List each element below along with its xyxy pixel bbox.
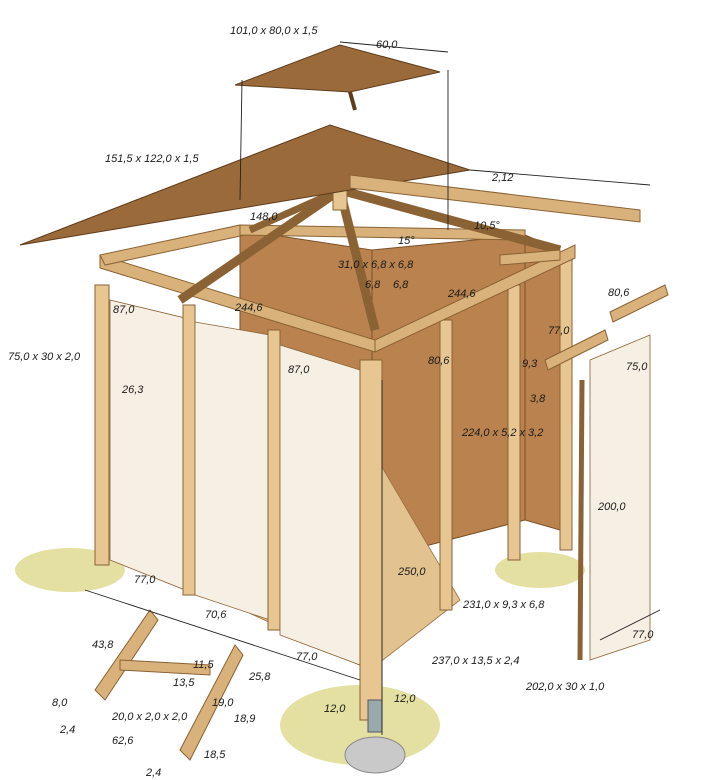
front-wall [279,254,573,721]
label-leg-189: 18,9 [234,713,255,725]
label-post-68a: 6,8 [365,279,381,291]
label-leg-190: 19,0 [212,697,234,709]
label-post-68b: 6,8 [393,279,409,291]
label-post-12b: 12,0 [394,693,416,705]
label-king-post: 31,0 x 6,8 x 6,8 [338,259,414,271]
label-93: 9,3 [522,358,538,370]
label-top-cap-width: 60,0 [376,39,398,51]
left-inner-post [267,329,281,631]
dim-base [84,589,361,681]
eave-stub [499,249,561,266]
detached-beam-2 [544,329,609,371]
rafter-left [177,186,343,304]
label-leg-258: 25,8 [248,671,271,683]
front-inner-post [439,319,453,611]
label-roof-sheet: 151,5 x 122,0 x 1,5 [105,153,199,165]
label-rafter-len: 148,0 [250,211,278,223]
label-post-height: 250,0 [397,566,426,578]
label-leg-115: 11,5 [193,659,214,671]
label-door-board: 202,0 x 30 x 1,0 [525,681,605,693]
dim-top-cap [339,41,449,53]
shoji-front [279,344,361,666]
label-detached-beam: 80,6 [608,287,630,299]
label-leg-135: 13,5 [173,677,195,689]
rafter-back [248,186,342,234]
leg-right [179,644,244,761]
label-leg-626: 62,6 [112,735,134,747]
detached-door [589,334,651,661]
label-top-cap: 101,0 x 80,0 x 1,5 [230,25,318,37]
roof-frame [99,179,576,353]
label-panel-87b: 87,0 [288,364,310,376]
label-post-12a: 12,0 [324,703,346,715]
label-leg-200: 20,0 x 2,0 x 2,0 [111,711,188,723]
leg-crossbar [119,659,211,676]
dim-door-base [599,609,661,641]
label-angle-15: 15° [398,235,415,247]
label-beam-2446a: 244,6 [234,302,263,314]
label-770a: 77,0 [548,325,570,337]
post-base [344,736,406,774]
door-board [577,379,585,661]
post-bracket [367,699,383,733]
label-panel-87a: 87,0 [113,304,135,316]
label-leg-24a: 2,4 [59,724,75,736]
label-side-post: 75,0 x 30 x 2,0 [8,351,81,363]
left-corner-post [94,284,110,566]
rafter-right [338,185,562,255]
shoji-left [109,299,186,591]
detached-beam [609,284,669,323]
leg-left [94,609,159,701]
dim-cap-left [239,79,243,201]
labels: 101,0 x 80,0 x 1,5 60,0 151,5 x 122,0 x … [8,25,654,779]
label-base-706: 70,6 [205,609,227,621]
label-leg-185: 18,5 [204,749,226,761]
dimension-lines [84,41,661,735]
label-door-200: 200,0 [597,501,626,513]
roof-eave-beam [349,174,641,223]
label-door-770: 77,0 [632,629,654,641]
top-cap [234,44,441,93]
beam-left-back [99,224,246,266]
front-right-post [507,284,521,561]
label-leg-438: 43,8 [92,639,114,651]
top-cap-leg [348,91,357,111]
label-bench: 231,0 x 9,3 x 6,8 [462,599,545,611]
label-leg-24b: 2,4 [145,767,161,779]
label-beam-2446b: 244,6 [447,288,476,300]
beam-front-right [374,244,576,353]
front-corner-post [359,359,383,721]
label-rail: 224,0 x 5,2 x 3,2 [461,427,543,439]
label-door-750: 75,0 [626,361,648,373]
dim-overhang [469,169,651,186]
label-leg-80: 8,0 [52,697,68,709]
rafter-front [335,188,380,332]
label-angle-105: 10,5° [474,220,500,232]
grass-right [495,552,585,588]
label-roof-overhang: 2,12 [491,172,513,184]
label-panel-263: 26,3 [121,384,144,396]
label-38: 3,8 [530,393,546,405]
label-span-806: 80,6 [428,355,450,367]
label-base-770b: 77,0 [296,651,318,663]
left-mid-post [182,304,196,596]
stand [94,609,244,761]
shoji-mid [194,321,271,621]
label-base-770: 77,0 [134,574,156,586]
left-wall [94,284,281,631]
back-right-post [559,254,573,551]
label-floor-beam: 237,0 x 13,5 x 2,4 [431,655,519,667]
